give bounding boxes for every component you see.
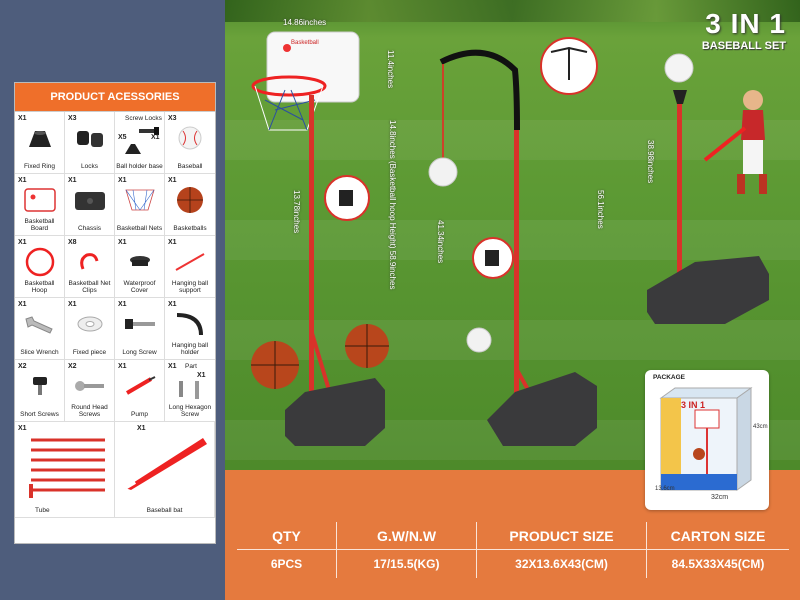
package-card: PACKAGE 3 IN 1 43cm 32cm 13.6cm — [645, 370, 769, 510]
boy-head-icon — [743, 90, 763, 110]
hoop-icon — [25, 247, 54, 277]
basketball-net-icon — [124, 189, 155, 211]
spec-header-weight: G.W/N.W — [337, 522, 477, 549]
acc-item-short-screws: X2 Short Screws — [15, 360, 65, 422]
dim-tee-height: 38.98inches — [646, 140, 655, 184]
pump-icon — [125, 376, 155, 395]
tee-ball-icon — [664, 53, 694, 83]
package-height: 43cm — [753, 424, 768, 430]
hanging-ball-icon — [428, 157, 458, 187]
acc-item-screw-locks: X5 Screw Locks X1 Ball holder base — [115, 112, 165, 174]
specs-value-row: 6PCS 17/15.5(KG) 32X13.6X43(CM) 84.5X33X… — [237, 550, 789, 578]
acc-item-pump: X1 Pump — [115, 360, 165, 422]
acc-item-locks: X3 Locks — [65, 112, 115, 174]
hoop-ring-icon — [251, 75, 327, 97]
acc-item-long-screw: X1 Long Screw — [115, 298, 165, 360]
accessories-last-row: X1 Tube X1 Baseball bat — [15, 422, 215, 518]
fixed-ring-icon — [28, 131, 51, 147]
spec-header-carton-size: CARTON SIZE — [670, 527, 766, 544]
acc-item-baseball: X3 Baseball — [165, 112, 215, 174]
boy-bat-icon — [703, 126, 747, 162]
locks-icon — [76, 131, 103, 147]
spec-header-product-size: PRODUCT SIZE — [477, 522, 647, 549]
spec-value-product-size: 32X13.6X43(CM) — [477, 550, 647, 578]
acc-item-fixed-piece: X1 Fixed piece — [65, 298, 115, 360]
basketball-icon — [177, 187, 203, 213]
ball-holder-base-icon — [125, 144, 141, 154]
spec-value-qty: 6PCS — [237, 550, 337, 578]
chassis-icon — [74, 192, 105, 210]
spec-value-carton-size: 84.5X33X45(CM) — [671, 557, 765, 571]
washer-icon — [77, 316, 102, 332]
hexagon-screw-icon — [179, 381, 199, 399]
screw-icon — [139, 127, 159, 135]
cover-icon — [129, 256, 150, 266]
long-screw-icon — [124, 319, 155, 329]
dim-hoop-adjust: 14.8inches (Basketball hoop Height) 58.9… — [388, 120, 397, 290]
baseball-bat-icon — [123, 438, 207, 490]
acc-item-waterproof-cover: X1 Waterproof Cover — [115, 236, 165, 298]
dim-hoop-width: 14.86inches — [283, 18, 327, 27]
acc-item-hanging-ball-support: X1 Hanging ball support — [165, 236, 215, 298]
hanging-arm-icon — [439, 49, 520, 131]
accessories-card: PRODUCT ACESSORIES X1 Fixed Ring X3 Lock… — [14, 82, 216, 544]
base-2-icon — [487, 372, 597, 446]
ground-ball-icon — [466, 327, 492, 353]
net-clip-icon — [79, 253, 98, 270]
package-width: 32cm — [711, 494, 729, 501]
acc-item-baseball-bat: X1 Baseball bat — [115, 422, 215, 518]
dim-hanging-total: 56.1inches — [596, 190, 605, 229]
support-rod-icon — [175, 253, 205, 271]
short-screw-icon — [32, 377, 47, 395]
package-box-title: 3 IN 1 — [681, 400, 706, 410]
board-label: Basketball — [291, 40, 319, 46]
acc-item-round-head-screws: X2 Round Head Screws — [65, 360, 115, 422]
specs-header-row: QTY G.W/N.W PRODUCT SIZE CARTON SIZE — [237, 522, 789, 550]
acc-item-net-clips: X8 Basketball Net Clips — [65, 236, 115, 298]
wrench-icon — [24, 316, 53, 334]
round-screw-icon — [74, 381, 104, 391]
spec-value-weight: 17/15.5(KG) — [337, 550, 477, 578]
product-title: 3 IN 1 — [705, 8, 786, 39]
acc-item-basketball-nets: X1 Basketball Nets — [115, 174, 165, 236]
package-depth: 13.6cm — [655, 486, 675, 492]
accessories-header: PRODUCT ACESSORIES — [15, 83, 215, 111]
base-3-icon — [647, 256, 769, 324]
spec-header-qty: QTY — [237, 522, 337, 549]
hanging-holder-icon — [176, 313, 203, 336]
tee-pole-icon — [677, 100, 682, 320]
tube-icon — [29, 438, 105, 498]
acc-item-basketball-hoop: X1 Basketball Hoop — [15, 236, 65, 298]
specs-table: QTY G.W/N.W PRODUCT SIZE CARTON SIZE 6PC… — [237, 522, 789, 578]
acc-item-basketball-board: X1 Basketball Board — [15, 174, 65, 236]
baseball-icon — [178, 126, 202, 150]
dim-board-height: 11.4inches — [386, 50, 395, 89]
basketball-board-icon — [23, 188, 56, 212]
accessories-grid: X1 Fixed Ring X3 Locks X5 Screw Locks X1… — [15, 111, 215, 422]
hanging-pole-icon — [514, 120, 519, 420]
acc-item-hanging-ball-holder: X1 Hanging ball holder — [165, 298, 215, 360]
tree-line — [225, 0, 800, 22]
acc-item-fixed-ring: X1 Fixed Ring — [15, 112, 65, 174]
acc-item-long-hexagon-screw: X1 Part X1 Long Hexagon Screw — [165, 360, 215, 422]
product-subtitle: BASEBALL SET — [701, 40, 786, 52]
package-box-icon — [659, 387, 753, 491]
dim-lower: 13.78inches — [292, 190, 301, 234]
acc-item-chassis: X1 Chassis — [65, 174, 115, 236]
acc-item-basketballs: X1 Basketballs — [165, 174, 215, 236]
acc-item-tube: X1 Tube — [15, 422, 115, 518]
product-illustration — [251, 31, 769, 446]
dim-hanging-height: 41.34inches — [436, 220, 445, 264]
acc-item-slice-wrench: X1 Slice Wrench — [15, 298, 65, 360]
base-1-icon — [285, 378, 385, 446]
basketball-pole-icon — [309, 95, 314, 410]
package-label: PACKAGE — [653, 374, 686, 381]
